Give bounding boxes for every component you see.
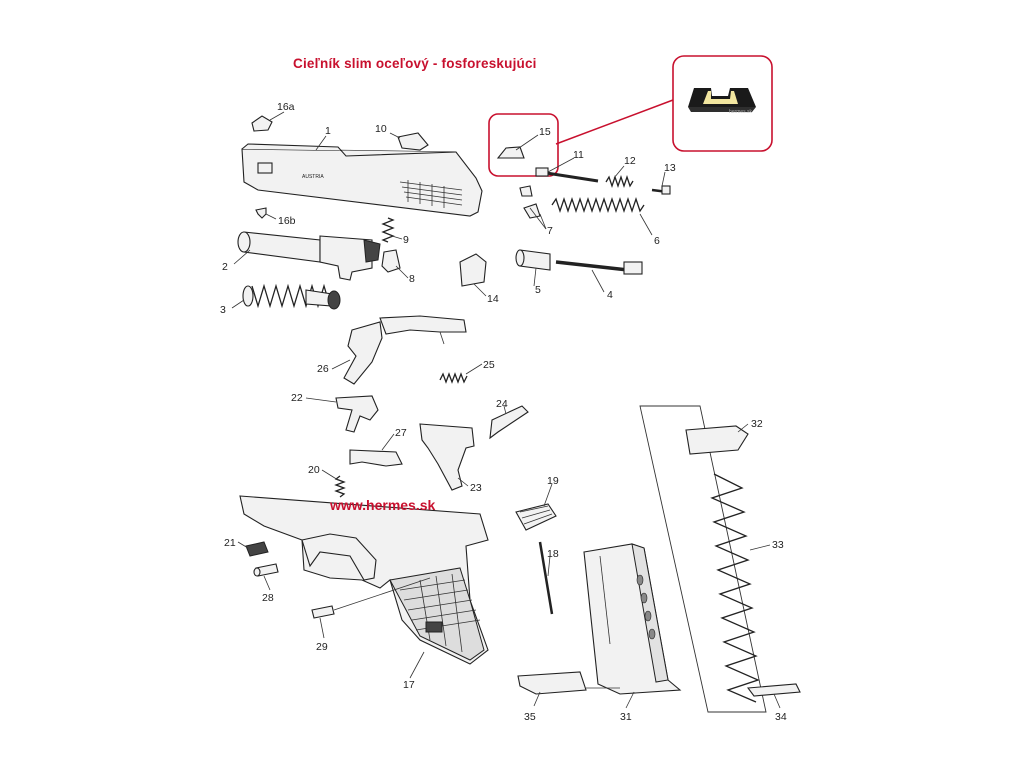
part-33-spring [710,473,760,703]
part-label-12: 12 [624,155,636,167]
watermark-text: www.hermes.sk [330,497,436,513]
part-7-a [519,185,533,197]
part-label-11: 11 [573,149,584,161]
part-label-17: 17 [403,679,415,691]
part-1-slide: AUSTRIA [241,143,483,217]
part-label-4: 4 [607,289,613,301]
part-label-31: 31 [620,711,632,723]
part-8 [381,249,401,273]
part-label-3: 3 [220,304,226,316]
part-23-trigger-housing [419,423,475,491]
part-label-9: 9 [403,234,409,246]
part-label-29: 29 [316,641,328,653]
part-32-follower [685,425,749,455]
part-label-16b: 16b [278,215,296,227]
part-label-22: 22 [291,392,303,404]
part-label-34: 34 [775,711,787,723]
part-label-25: 25 [483,359,495,371]
part-label-21: 21 [224,537,236,549]
part-label-8: 8 [409,273,415,285]
part-label-7: 7 [547,225,553,237]
inset-sight-photo: hermes.sk [688,88,756,115]
part-label-6: 6 [654,235,660,247]
part-16b [255,207,267,219]
part-2-barrel [237,231,381,281]
part-15-sight [496,146,525,159]
part-13-spacer [651,185,671,195]
part-16a [251,115,273,132]
part-label-24: 24 [496,398,508,410]
part-25-spring [439,372,468,384]
part-17-frame [239,495,489,665]
part-label-2: 2 [222,261,228,273]
part-31-magazine-tube [583,543,682,695]
part-4-guide-rod [555,260,643,275]
part-10 [397,132,429,151]
part-27 [349,449,403,467]
part-5 [515,249,551,271]
part-35-floorplate [517,671,587,695]
part-label-15: 15 [539,126,551,138]
part-label-13: 13 [664,162,676,174]
part-label-33: 33 [772,539,784,551]
part-12-spring [605,174,634,189]
part-label-16a: 16a [277,101,295,113]
part-label-19: 19 [547,475,559,487]
highlight-box-part-15 [488,113,559,177]
part-18-pin [538,541,554,615]
part-26-trigger-bar [343,315,467,385]
part-label-10: 10 [375,123,387,135]
part-label-27: 27 [395,427,407,439]
part-label-18: 18 [547,548,559,560]
part-24 [489,405,529,440]
part-14 [459,253,487,287]
part-11-firing-pin [535,167,599,183]
part-19-slide-stop [515,503,557,531]
part-label-1: 1 [325,125,331,137]
callout-line [555,99,674,145]
part-label-14: 14 [487,293,499,305]
slide-engraving: AUSTRIA [302,174,324,180]
part-3-spring [242,283,341,310]
part-label-28: 28 [262,592,274,604]
part-28-pin [253,563,279,577]
leader-lines [231,111,781,709]
part-6-spring [551,196,645,214]
part-label-32: 32 [751,418,763,430]
inset-badge-text: hermes.sk [729,109,753,115]
magazine-guide-frame [639,405,767,713]
part-label-5: 5 [535,284,541,296]
part-9-spring [381,217,395,243]
part-label-23: 23 [470,482,482,494]
part-label-26: 26 [317,363,329,375]
part-34-plate [746,683,801,697]
part-label-20: 20 [308,464,320,476]
part-29-pin [311,577,431,619]
diagram-title: Cieľník slim oceľový - fosforeskujúci [293,56,537,71]
part-labels: 16a 1 10 15 11 12 13 16b 9 7 6 2 8 14 5 … [220,101,787,723]
part-22-ejector [335,395,379,433]
part-label-35: 35 [524,711,536,723]
part-21 [245,541,269,557]
